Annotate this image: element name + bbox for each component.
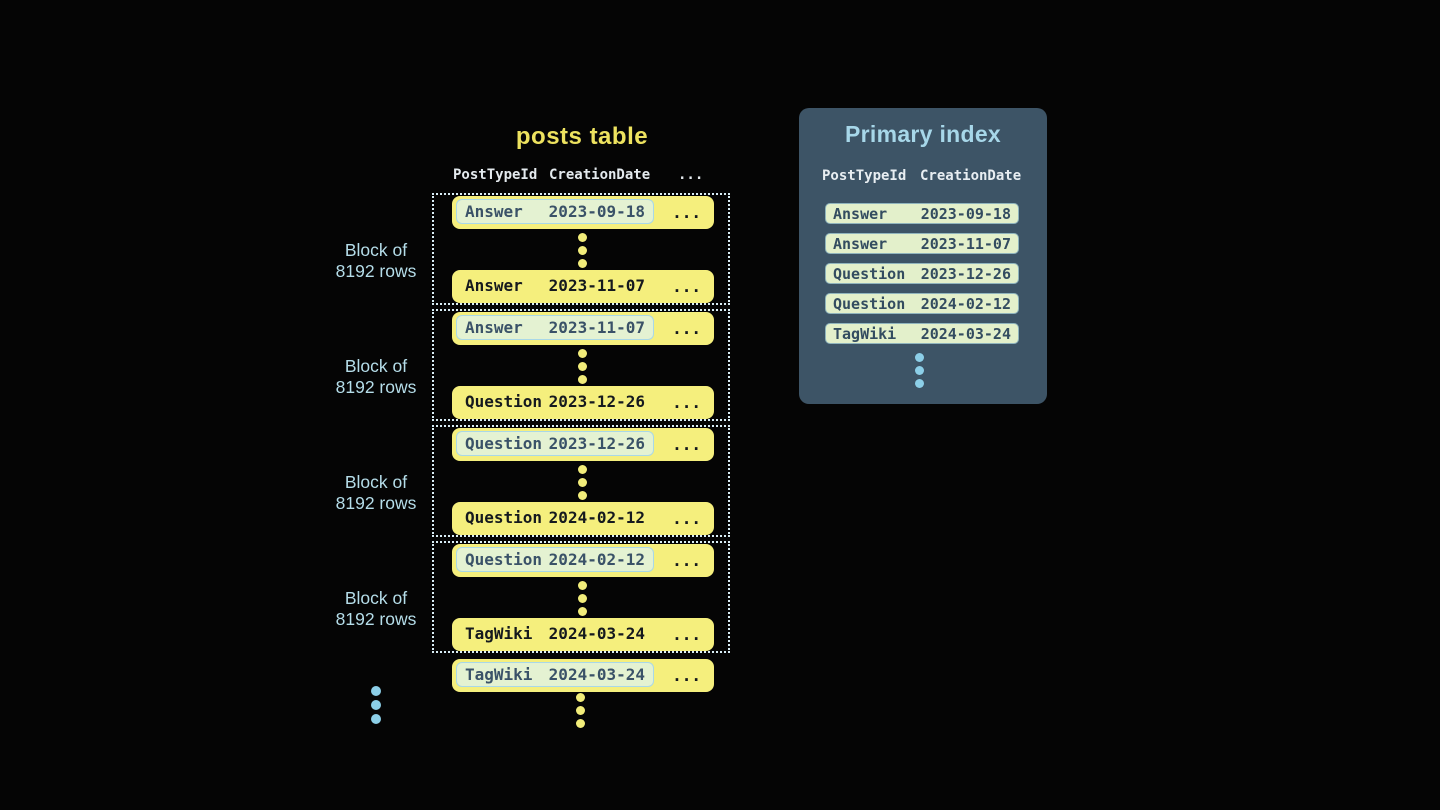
index-entry: Question 2023-12-26 bbox=[825, 263, 1019, 284]
row-values: Answer 2023-11-07 bbox=[456, 273, 654, 298]
table-row: Question 2024-02-12 ... bbox=[452, 502, 714, 535]
creation-date: 2023-09-18 bbox=[548, 202, 645, 221]
creation-date: 2024-02-12 bbox=[548, 508, 645, 527]
posts-block-3: Question 2023-12-26 ... Question 2024-02… bbox=[432, 425, 730, 537]
index-col-creationdate: CreationDate bbox=[920, 168, 1022, 184]
post-type: Question bbox=[465, 550, 543, 569]
table-row: Question 2023-12-26 ... bbox=[452, 386, 714, 419]
post-type: TagWiki bbox=[465, 665, 533, 684]
posts-col-posttypeid: PostTypeId bbox=[453, 167, 538, 183]
row-more-columns: ... bbox=[672, 551, 701, 570]
posts-col-creationdate: CreationDate bbox=[549, 167, 651, 183]
creation-date: 2023-09-18 bbox=[920, 204, 1011, 223]
block-label-line2: 8192 rows bbox=[335, 493, 417, 513]
block-label-1: Block of 8192 rows bbox=[296, 240, 456, 282]
block-label-line2: 8192 rows bbox=[335, 377, 417, 397]
creation-date: 2024-03-24 bbox=[920, 324, 1011, 343]
rows-ellipsis-icon bbox=[578, 465, 587, 500]
post-type: TagWiki bbox=[465, 624, 533, 643]
table-row: Question 2023-12-26 ... bbox=[452, 428, 714, 461]
posts-block-1: Answer 2023-09-18 ... Answer 2023-11-07 … bbox=[432, 193, 730, 305]
indexed-row-highlight: Question 2024-02-12 bbox=[456, 547, 654, 572]
block-label-2: Block of 8192 rows bbox=[296, 356, 456, 398]
post-type: Question bbox=[465, 392, 543, 411]
primary-index-title: Primary index bbox=[844, 121, 1002, 147]
table-row: TagWiki 2024-03-24 ... bbox=[452, 618, 714, 651]
creation-date: 2024-02-12 bbox=[548, 550, 645, 569]
row-values: Question 2023-12-26 bbox=[456, 389, 654, 414]
index-entry: Question 2024-02-12 bbox=[825, 293, 1019, 314]
table-row: Answer 2023-11-07 ... bbox=[452, 312, 714, 345]
creation-date: 2023-12-26 bbox=[548, 434, 645, 453]
row-values: Question 2024-02-12 bbox=[456, 505, 654, 530]
row-more-columns: ... bbox=[672, 666, 701, 685]
indexed-row-highlight: Answer 2023-09-18 bbox=[456, 199, 654, 224]
table-row: Answer 2023-11-07 ... bbox=[452, 270, 714, 303]
table-row: TagWiki 2024-03-24 ... bbox=[452, 659, 714, 692]
posts-table-title: posts table bbox=[515, 123, 649, 150]
creation-date: 2024-02-12 bbox=[920, 294, 1011, 313]
index-entry: TagWiki 2024-03-24 bbox=[825, 323, 1019, 344]
row-more-columns: ... bbox=[672, 509, 701, 528]
index-col-posttypeid: PostTypeId bbox=[822, 168, 907, 184]
post-type: Answer bbox=[465, 202, 523, 221]
row-more-columns: ... bbox=[672, 393, 701, 412]
post-type: Question bbox=[465, 434, 543, 453]
post-type: Answer bbox=[833, 204, 888, 223]
row-more-columns: ... bbox=[672, 625, 701, 644]
row-values: TagWiki 2024-03-24 bbox=[456, 621, 654, 646]
rows-ellipsis-icon bbox=[578, 233, 587, 268]
post-type: Answer bbox=[833, 234, 888, 253]
post-type: Answer bbox=[465, 318, 523, 337]
indexed-row-highlight: Question 2023-12-26 bbox=[456, 431, 654, 456]
table-row: Answer 2023-09-18 ... bbox=[452, 196, 714, 229]
block-label-line2: 8192 rows bbox=[335, 609, 417, 629]
post-type: Question bbox=[833, 264, 906, 283]
creation-date: 2023-12-26 bbox=[920, 264, 1011, 283]
post-type: Question bbox=[465, 508, 543, 527]
more-rows-ellipsis-icon bbox=[576, 693, 585, 728]
rows-ellipsis-icon bbox=[578, 581, 587, 616]
index-entry: Answer 2023-09-18 bbox=[825, 203, 1019, 224]
block-label-line2: 8192 rows bbox=[335, 261, 417, 281]
post-type: TagWiki bbox=[833, 324, 897, 343]
post-type: Question bbox=[833, 294, 906, 313]
row-more-columns: ... bbox=[672, 435, 701, 454]
indexed-row-highlight: Answer 2023-11-07 bbox=[456, 315, 654, 340]
posts-block-4: Question 2024-02-12 ... TagWiki 2024-03-… bbox=[432, 541, 730, 653]
posts-col-more: ... bbox=[678, 167, 704, 183]
block-label-line1: Block of bbox=[344, 240, 408, 260]
more-entries-ellipsis-icon bbox=[915, 353, 924, 388]
post-type: Answer bbox=[465, 276, 523, 295]
creation-date: 2023-11-07 bbox=[920, 234, 1011, 253]
creation-date: 2023-11-07 bbox=[548, 276, 645, 295]
rows-ellipsis-icon bbox=[578, 349, 587, 384]
primary-index-panel: Primary index PostTypeId CreationDate An… bbox=[799, 108, 1047, 404]
index-entry: Answer 2023-11-07 bbox=[825, 233, 1019, 254]
indexed-row-highlight: TagWiki 2024-03-24 bbox=[456, 662, 654, 687]
block-label-4: Block of 8192 rows bbox=[296, 588, 456, 630]
block-label-line1: Block of bbox=[344, 472, 408, 492]
table-row: Question 2024-02-12 ... bbox=[452, 544, 714, 577]
block-label-line1: Block of bbox=[344, 356, 408, 376]
row-more-columns: ... bbox=[672, 203, 701, 222]
posts-block-2: Answer 2023-11-07 ... Question 2023-12-2… bbox=[432, 309, 730, 421]
block-label-line1: Block of bbox=[344, 588, 408, 608]
row-more-columns: ... bbox=[672, 319, 701, 338]
creation-date: 2024-03-24 bbox=[548, 624, 645, 643]
creation-date: 2023-12-26 bbox=[548, 392, 645, 411]
creation-date: 2023-11-07 bbox=[548, 318, 645, 337]
block-label-3: Block of 8192 rows bbox=[296, 472, 456, 514]
row-more-columns: ... bbox=[672, 277, 701, 296]
more-blocks-ellipsis-icon bbox=[371, 686, 381, 724]
creation-date: 2024-03-24 bbox=[548, 665, 645, 684]
